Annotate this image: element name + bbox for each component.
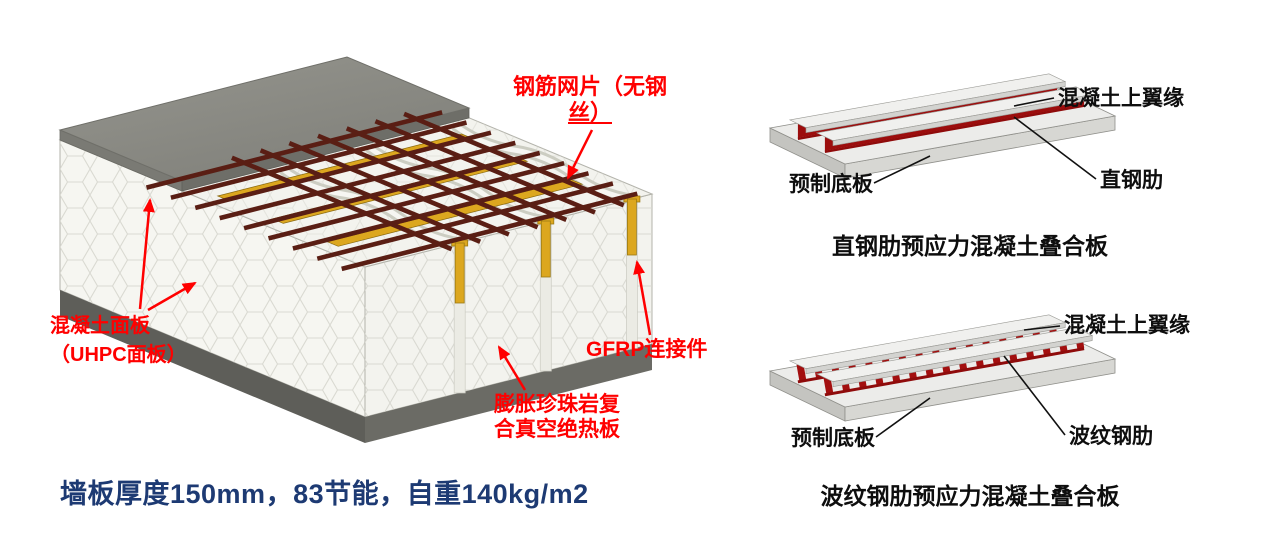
label-perlite-insulation: 膨胀珍珠岩复 合真空绝热板 <box>468 392 646 442</box>
leader-top-flange <box>1023 325 1061 331</box>
label-concrete-panel-line2: （UHPC面板） <box>50 344 187 366</box>
concrete-arrow-2 <box>147 281 197 312</box>
straight-rib-slab-illustration <box>768 73 1117 184</box>
corrugated-steel-rib-front <box>815 327 1094 397</box>
leader-top-flange <box>1013 97 1055 107</box>
label-straight-rib: 直钢肋 <box>1100 169 1163 192</box>
pointer-arrows <box>138 129 652 391</box>
straight-steel-rib-back <box>788 73 1067 141</box>
bottom-concrete-layer <box>60 290 652 443</box>
wall-panel-caption: 墙板厚度150mm，83节能，自重140kg/m2 <box>60 479 589 509</box>
straight-rib-slab-caption: 直钢肋预应力混凝土叠合板 <box>832 233 1108 259</box>
label-precast-base-straight: 预制底板 <box>789 173 873 196</box>
rebar-bars-long <box>145 110 638 272</box>
corrugated-rib-slab-caption: 波纹钢肋预应力混凝土叠合板 <box>820 483 1120 509</box>
label-rebar-mesh-line1: 钢筋网片（无钢 <box>512 74 667 99</box>
label-top-flange-corrugated: 混凝土上翼缘 <box>1064 314 1190 337</box>
label-corrugated-rib: 波纹钢肋 <box>1069 425 1153 448</box>
leader-lines-bottom-slab <box>875 325 1066 438</box>
label-rebar-mesh-line2: 丝） <box>567 100 612 126</box>
vacuum-grooves <box>279 120 633 249</box>
label-perlite-line2: 合真空绝热板 <box>494 418 620 442</box>
label-gfrp-connector: GFRP连接件 <box>586 338 708 361</box>
gfrp-connectors <box>451 195 641 304</box>
leader-corrugated-rib <box>1003 355 1066 436</box>
wall-panel-illustration <box>58 56 654 443</box>
perlite-arrow <box>497 345 527 391</box>
gfrp-arrow <box>633 260 652 336</box>
concrete-arrow-1 <box>138 198 155 310</box>
rebar-bars-cross <box>231 111 625 252</box>
leader-precast-base <box>873 155 931 184</box>
label-precast-base-corrugated: 预制底板 <box>791 427 875 450</box>
label-concrete-panel: 混凝土面板 （UHPC面板） <box>50 312 187 370</box>
leader-precast-base <box>875 397 931 438</box>
label-top-flange-straight: 混凝土上翼缘 <box>1058 87 1184 110</box>
leader-lines-top-slab <box>873 97 1097 184</box>
leader-straight-rib <box>1013 116 1097 180</box>
rebar-mesh <box>145 110 638 272</box>
corrugated-rib-slab-illustration <box>768 314 1117 438</box>
mesh-arrow <box>566 129 594 180</box>
label-concrete-panel-line1: 混凝土面板 <box>50 315 150 337</box>
label-perlite-line1: 膨胀珍珠岩复 <box>494 393 620 416</box>
label-rebar-mesh: 钢筋网片（无钢 丝） <box>500 74 680 127</box>
insulation-foam-faces <box>59 139 653 418</box>
